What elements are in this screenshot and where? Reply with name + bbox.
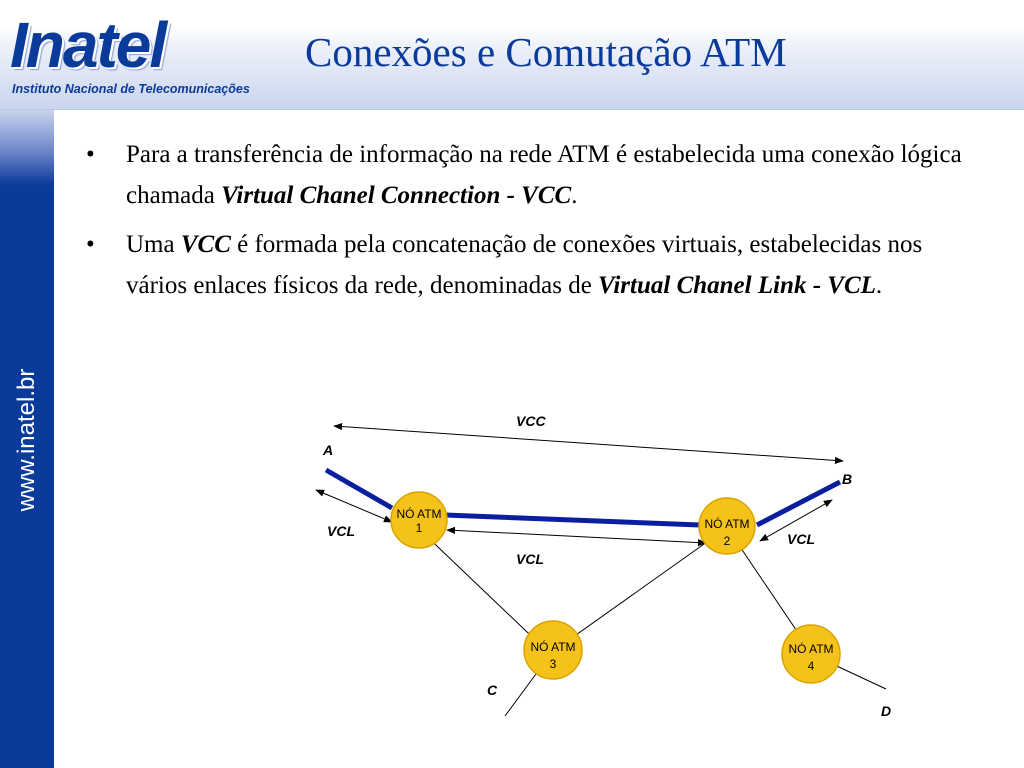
sidebar-gradient [0,110,54,185]
logo-subtitle: Instituto Nacional de Telecomunicações [12,82,250,96]
vcl-middle-label: VCL [516,551,544,567]
bullet-text: . [875,272,883,299]
inatel-logo: Inatel Instituto Nacional de Telecomunic… [10,9,305,104]
atm-node-1: NÓ ATM 1 [390,491,448,549]
vcl-middle-arrow [446,526,707,547]
endpoint-a-label: A [322,442,333,458]
slide-title: Conexões e Comutação ATM [305,29,787,75]
atm-network-diagram: NÓ ATM 1 NÓ ATM 2 NÓ ATM 3 NÓ ATM 4 VCC … [315,413,891,719]
node-number: 1 [416,521,423,535]
node-label: NÓ ATM [530,639,575,654]
link-1-3 [416,526,549,653]
endpoint-d-label: D [881,703,891,719]
node-label: NÓ ATM [788,641,833,656]
node-circle [390,491,448,549]
logo-word: Inatel [10,9,167,81]
site-url: www.inatel.br [13,368,40,512]
header-band [0,0,1024,110]
vcl-left-label: VCL [327,523,355,539]
endpoint-b-label: B [842,471,852,487]
node-number: 4 [808,659,815,673]
vcl-right-label: VCL [787,531,815,547]
node-label: NÓ ATM [396,506,441,521]
bullet-mark: • [86,141,95,168]
node-number: 2 [724,534,731,548]
header-divider [0,109,1024,110]
bullet-emphasis: VCC [180,231,231,258]
vcl-right-arrow [759,499,833,542]
bullet-text: Uma [126,231,181,258]
bullet-emphasis: Virtual Chanel Connection - VCC [221,182,572,209]
vcl-left-arrow [315,489,393,523]
bullet-text: Para a transferência de informação na re… [126,141,962,209]
node-circle [781,624,841,684]
node-number: 3 [550,657,557,671]
vcc-label: VCC [516,413,546,429]
vcc-path-a-1 [324,467,394,511]
sidebar-bar [0,185,54,768]
node-label: NÓ ATM [704,516,749,531]
node-circle [698,497,756,555]
bullet-item: • Para a transferência de informação na … [86,134,986,216]
atm-node-2: NÓ ATM 2 [698,497,756,555]
atm-node-4: NÓ ATM 4 [781,624,841,684]
node-circle [523,620,583,680]
bullet-emphasis: Virtual Chanel Link - VCL [598,272,876,299]
bullet-text: . [571,182,578,209]
bullet-item: • Uma VCC é formada pela concatenação de… [86,224,986,306]
vcc-arrow [333,422,844,465]
atm-node-3: NÓ ATM 3 [523,620,583,680]
bullet-list: • Para a transferência de informação na … [86,134,986,314]
endpoint-c-label: C [487,682,498,698]
bullet-text: é formada pela concatenação de conexões … [126,231,923,299]
vcc-path-1-2 [444,512,701,528]
link-3-2 [551,526,729,653]
bullet-mark: • [86,231,95,258]
